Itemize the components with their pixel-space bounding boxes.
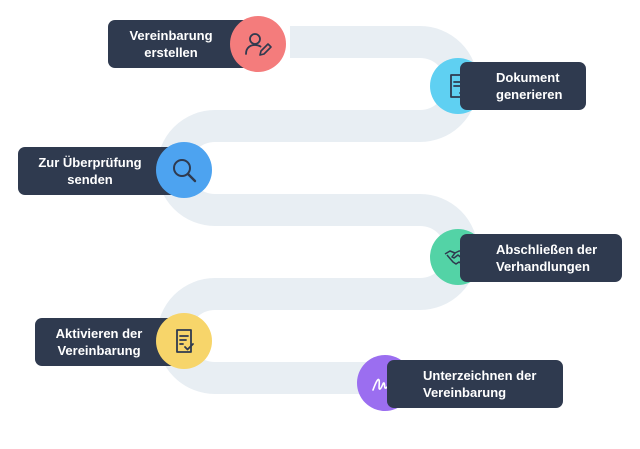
- step-label-line: Verhandlungen: [496, 259, 590, 274]
- step-label-line: Unterzeichnen der: [423, 368, 537, 383]
- step-label-generate-document: Dokument generieren: [460, 62, 586, 110]
- user-edit-icon: [245, 33, 272, 56]
- step-label-line: Abschließen der: [496, 242, 598, 257]
- search-icon: [173, 159, 197, 183]
- step-label-line: Zur Überprüfung: [38, 155, 142, 170]
- step-badge-activate-agreement: [156, 313, 212, 369]
- step-label-line: Vereinbarung: [129, 28, 213, 43]
- step-label-line: Aktivieren der: [55, 326, 143, 341]
- step-badge-create-agreement: [230, 16, 286, 72]
- step-label-sign-agreement: Unterzeichnen der Vereinbarung: [387, 360, 563, 408]
- step-label-line: Vereinbarung: [423, 385, 507, 400]
- step-label-finish-negotiations: Abschließen der Verhandlungen: [460, 234, 622, 282]
- step-label-line: Dokument: [496, 70, 560, 85]
- step-label-create-agreement: Vereinbarung erstellen: [108, 20, 256, 68]
- step-label-line: generieren: [496, 87, 563, 102]
- step-badge-send-for-review: [156, 142, 212, 198]
- document-check-icon: [176, 329, 194, 353]
- step-label-line: erstellen: [144, 45, 198, 60]
- step-label-line: senden: [67, 172, 113, 187]
- step-label-line: Vereinbarung: [57, 343, 141, 358]
